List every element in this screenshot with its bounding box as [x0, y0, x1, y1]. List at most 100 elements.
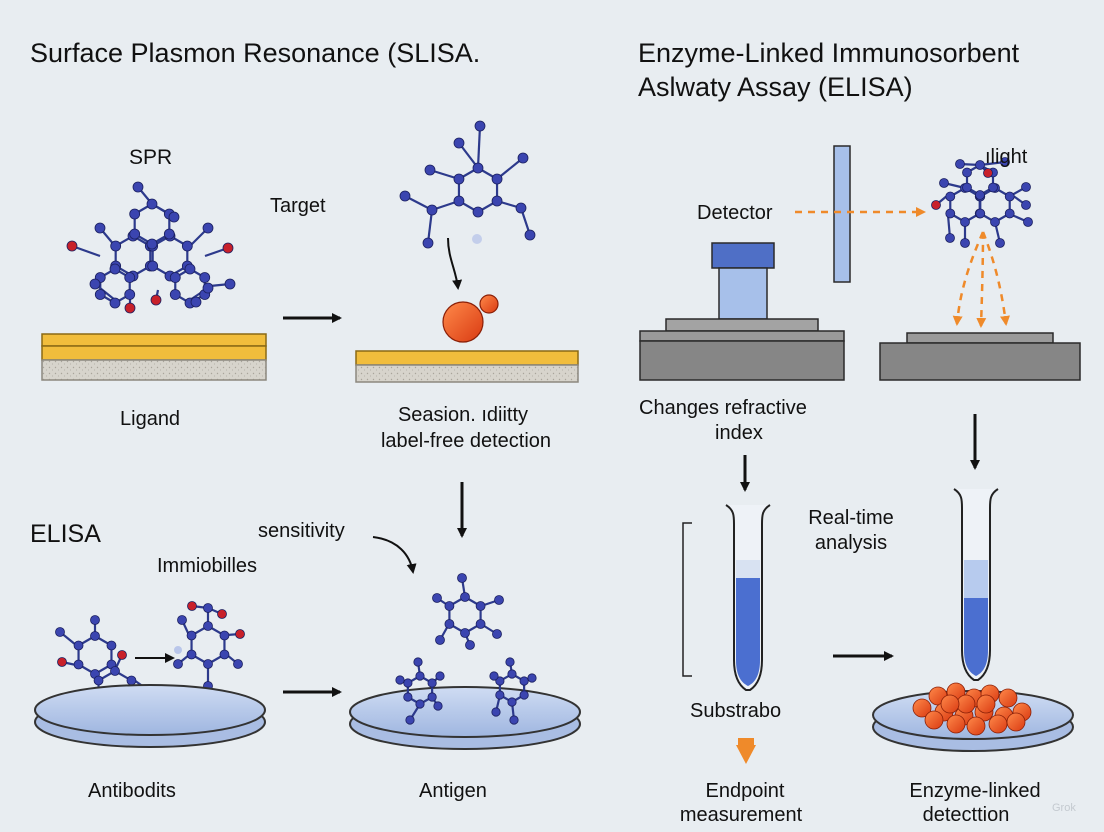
carbon-atom: [413, 657, 423, 667]
light-molecule-icon: [931, 157, 1033, 248]
immiobilles-label: Immiobilles: [157, 555, 258, 577]
light-label: ılight: [985, 146, 1028, 168]
oxygen-atom: [931, 200, 941, 210]
carbon-atom: [432, 593, 442, 603]
test-tube-icon: [725, 504, 771, 691]
carbon-atom: [505, 657, 515, 667]
realtime-label-line2: analysis: [814, 532, 888, 554]
carbon-atom: [89, 278, 101, 290]
carbon-atom: [146, 198, 158, 210]
carbon-atom: [129, 208, 141, 220]
detector-label: Detector: [697, 202, 773, 224]
carbon-atom: [1004, 191, 1015, 202]
carbon-atom: [465, 640, 475, 650]
right-title-line1: Enzyme-Linked Immunosorbent: [638, 38, 1020, 68]
sensitivity-label: sensitivity: [258, 520, 345, 542]
sensitivity-arrow: [372, 536, 417, 574]
oxygen-atom: [983, 168, 993, 178]
carbon-atom: [453, 173, 465, 185]
carbon-atom: [460, 592, 470, 602]
carbon-atom: [415, 699, 425, 709]
carbon-atom: [132, 181, 144, 193]
carbon-atom: [489, 671, 499, 681]
carbon-atom: [73, 659, 84, 670]
enzyme-particle: [966, 716, 986, 736]
carbon-atom: [495, 690, 505, 700]
carbon-atom: [519, 676, 529, 686]
light-source-icon: [833, 145, 851, 283]
carbon-atom: [124, 272, 136, 283]
carbon-atom: [955, 159, 965, 169]
enzyme-particle: [946, 714, 966, 734]
oxygen-atom: [117, 650, 127, 660]
carbon-atom: [975, 190, 985, 200]
carbon-atom: [453, 137, 465, 149]
carbon-atom: [186, 630, 197, 641]
carbon-atom: [1021, 200, 1031, 210]
carbon-atom: [73, 640, 84, 651]
binding-arrow: [447, 237, 463, 290]
carbon-atom: [524, 229, 536, 241]
enzyme-particle: [912, 698, 932, 718]
carbon-atom: [203, 603, 213, 613]
carbon-atom: [519, 690, 529, 700]
antigen-molecule-icon: [432, 573, 504, 650]
realtime-label-line1: Real-time: [808, 507, 894, 529]
enzyme-particle: [988, 714, 1008, 734]
substrabo-label: Substrabo: [690, 700, 782, 722]
carbon-atom: [945, 208, 956, 219]
carbon-atom: [163, 228, 175, 240]
oxygen-atom: [217, 609, 227, 619]
spr-molecule-icon: [66, 181, 236, 314]
carbon-atom: [435, 635, 445, 645]
carbon-atom: [219, 630, 230, 641]
carbon-atom: [945, 233, 955, 243]
carbon-atom: [146, 238, 158, 250]
carbon-atom: [427, 678, 437, 688]
carbon-atom: [494, 595, 504, 605]
carbon-atom: [507, 697, 517, 707]
changes-label-line1: Changes refractive: [639, 397, 807, 419]
carbon-atom: [472, 162, 484, 174]
carbon-atom: [939, 178, 949, 188]
carbon-atom: [124, 289, 136, 300]
watermark: Grok: [1052, 802, 1076, 814]
bound-antibody-2-icon: [489, 657, 537, 725]
carbon-atom: [491, 173, 503, 185]
carbon-atom: [203, 659, 213, 669]
carbon-atom: [90, 615, 100, 625]
carbon-atom: [403, 692, 413, 702]
carbon-atom: [962, 167, 972, 178]
carbon-atom: [995, 238, 1005, 248]
carbon-atom: [93, 675, 104, 686]
oxygen-atom: [57, 657, 67, 667]
carbon-atom: [55, 627, 65, 637]
sensor-platform-icon: [879, 332, 1081, 381]
carbon-atom: [509, 715, 519, 725]
carbon-atom: [491, 195, 503, 207]
carbon-atom: [399, 190, 411, 202]
carbon-atom: [169, 272, 181, 283]
carbon-atom: [1004, 208, 1015, 219]
carbon-atom: [109, 297, 121, 309]
carbon-atom: [186, 649, 197, 660]
season-label-line1: Seasion. ıdiitty: [397, 404, 529, 426]
carbon-atom: [475, 601, 486, 611]
bound-antibody-1-icon: [395, 657, 445, 725]
carbon-atom: [169, 289, 181, 300]
carbon-atom: [444, 601, 455, 611]
carbon-atom: [491, 707, 501, 717]
carbon-atom: [199, 272, 211, 283]
bracket: [682, 522, 692, 677]
target-molecule-icon: [399, 120, 536, 249]
carbon-atom: [945, 191, 956, 202]
right-title-line2: Aslwaty Assay (ELISA): [638, 72, 913, 102]
carbon-atom: [202, 222, 214, 234]
antibody-molecule-2-icon: [173, 601, 245, 691]
carbon-atom: [426, 204, 438, 216]
carbon-atom: [422, 237, 434, 249]
carbon-atom: [453, 195, 465, 207]
oxygen-atom: [187, 601, 197, 611]
reflected-light-rays: [952, 231, 1010, 328]
